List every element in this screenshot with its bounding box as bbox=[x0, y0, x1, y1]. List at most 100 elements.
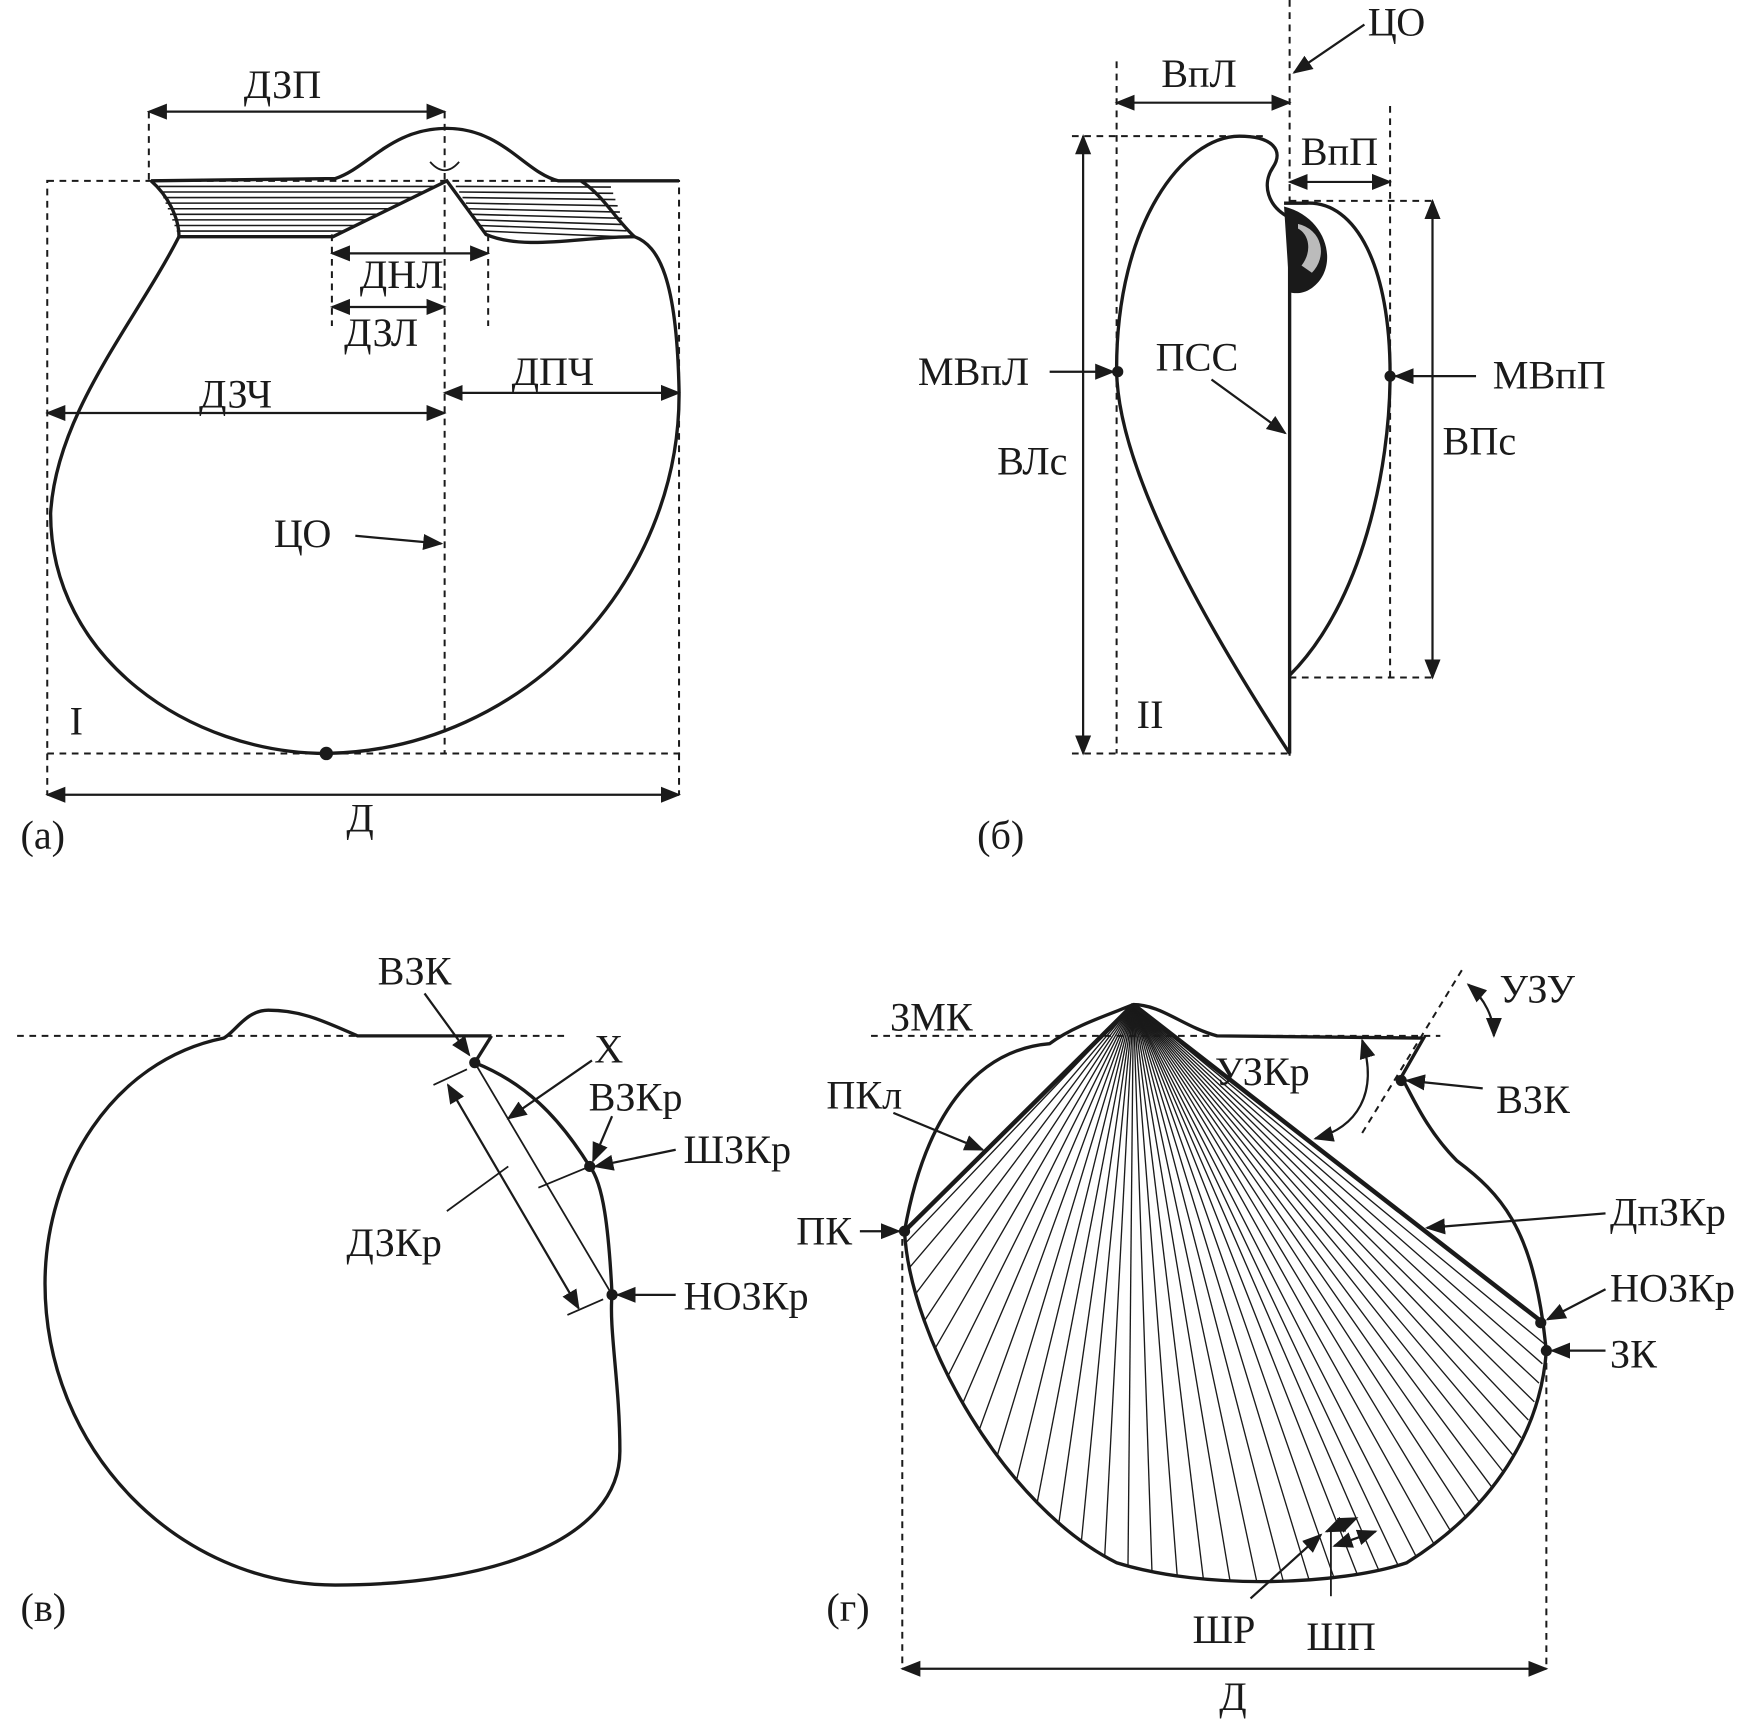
label-roman: I bbox=[70, 698, 83, 743]
point bbox=[1112, 366, 1124, 378]
rib-line bbox=[1132, 1004, 1435, 1545]
label-mvpp: МВпП bbox=[1493, 352, 1606, 397]
nozkr-arrow bbox=[1545, 1288, 1607, 1321]
panel-label: (б) bbox=[977, 812, 1024, 857]
rib-line bbox=[978, 1004, 1134, 1431]
rib-line bbox=[1132, 1004, 1467, 1518]
panel-label: (а) bbox=[20, 812, 65, 857]
point bbox=[584, 1160, 596, 1173]
rib-line bbox=[1132, 1004, 1543, 1365]
label-nozkr: НОЗКр bbox=[1610, 1266, 1735, 1311]
label-vls: ВЛс bbox=[997, 438, 1067, 483]
rib-line bbox=[1132, 1004, 1310, 1581]
label-vps: ВПс bbox=[1443, 418, 1517, 463]
hatch-line bbox=[455, 185, 611, 188]
rib-line bbox=[1132, 1004, 1504, 1472]
point bbox=[1535, 1317, 1547, 1329]
rib-line bbox=[996, 1004, 1134, 1456]
panel-a: ДЗП ДНЛ ДЗЛ ДЗЧ ДПЧ ЦО I Д (а) bbox=[20, 62, 682, 857]
rib-line bbox=[1132, 1004, 1451, 1532]
shell-outline bbox=[902, 1002, 1549, 1584]
label-dzl: ДЗЛ bbox=[344, 310, 418, 355]
rib-line bbox=[915, 1004, 1134, 1295]
point bbox=[319, 746, 334, 761]
label-roman: II bbox=[1137, 692, 1164, 737]
rib-line bbox=[1132, 1004, 1153, 1572]
label-dzp: ДЗП bbox=[244, 62, 322, 107]
label-vzkr: ВЗКр bbox=[589, 1075, 683, 1120]
rib-line bbox=[1132, 1004, 1546, 1345]
rib-line bbox=[1080, 1004, 1135, 1542]
label-zk: ЗК bbox=[1610, 1331, 1657, 1376]
vzkr-arrow bbox=[592, 1115, 614, 1163]
panel-label: (в) bbox=[20, 1585, 66, 1630]
pss-arrow bbox=[1210, 378, 1287, 435]
hatch-line bbox=[482, 230, 629, 238]
point bbox=[898, 1225, 911, 1237]
ligament bbox=[1284, 206, 1328, 294]
rib-line bbox=[1104, 1004, 1135, 1557]
point bbox=[606, 1289, 618, 1301]
rib-line bbox=[1132, 1004, 1380, 1571]
hinge-band bbox=[149, 178, 639, 245]
label-vpl: ВпЛ bbox=[1161, 51, 1237, 96]
dpzkr-arrow bbox=[1424, 1212, 1606, 1235]
label-pk: ПК bbox=[796, 1209, 852, 1254]
hinge-hatching bbox=[158, 185, 629, 238]
point bbox=[1540, 1345, 1552, 1357]
left-valve bbox=[1114, 134, 1292, 755]
rib-line bbox=[1132, 1004, 1522, 1439]
ear-axis bbox=[1361, 968, 1464, 1134]
label-nozkr: НОЗКр bbox=[684, 1273, 809, 1318]
hatch-line bbox=[475, 219, 625, 226]
width-line bbox=[538, 1165, 591, 1189]
label-shp: ШП bbox=[1306, 1614, 1376, 1659]
label-pss: ПСС bbox=[1156, 335, 1239, 380]
pkl-arrow bbox=[892, 1111, 985, 1151]
rib-line bbox=[1132, 1004, 1514, 1456]
label-uzu: УЗУ bbox=[1499, 966, 1575, 1011]
rib-line bbox=[1132, 1004, 1540, 1384]
rib-line bbox=[1132, 1004, 1535, 1403]
hatch-line bbox=[472, 213, 623, 220]
rib-line bbox=[1132, 1004, 1231, 1581]
rib-line bbox=[1132, 1004, 1358, 1575]
hatch-line bbox=[459, 191, 614, 195]
dzkr-leader bbox=[446, 1165, 509, 1212]
label-pkl: ПКл bbox=[826, 1072, 902, 1117]
rib-line bbox=[1132, 1004, 1205, 1580]
shr-arrow bbox=[1249, 1533, 1323, 1600]
label-dzkr: ДЗКр bbox=[346, 1220, 441, 1265]
label-dnl: ДНЛ bbox=[360, 252, 444, 297]
label-dpch: ДПЧ bbox=[512, 349, 595, 394]
rib-line bbox=[947, 1004, 1134, 1377]
rib-line bbox=[1132, 1004, 1258, 1582]
rib-line bbox=[934, 1004, 1134, 1349]
rib-line bbox=[1036, 1004, 1135, 1503]
hatch-line bbox=[462, 196, 616, 201]
label-zmk: ЗМК bbox=[890, 994, 973, 1039]
hatch-line bbox=[479, 224, 627, 232]
hatch-line bbox=[469, 207, 620, 213]
label-d: Д bbox=[1219, 1674, 1246, 1719]
rib-line bbox=[1015, 1004, 1135, 1481]
vzk-arrow bbox=[423, 992, 471, 1057]
label-vpp: ВпП bbox=[1301, 129, 1378, 174]
label-shzkr: ШЗКр bbox=[684, 1127, 792, 1172]
rib-line bbox=[1132, 1004, 1399, 1566]
shell-outline bbox=[43, 1008, 622, 1587]
rib-line bbox=[1132, 1004, 1178, 1577]
rib-line bbox=[1132, 1004, 1493, 1488]
rib-line bbox=[1132, 1004, 1417, 1557]
label-co: ЦО bbox=[1368, 0, 1425, 45]
rib-line bbox=[923, 1004, 1134, 1322]
dzkr-arrow bbox=[446, 1083, 580, 1310]
rib-line bbox=[1132, 1004, 1335, 1578]
label-co: ЦО bbox=[274, 511, 332, 556]
vzk-arrow bbox=[1404, 1074, 1483, 1091]
hatch-line bbox=[465, 202, 618, 207]
rib-line bbox=[1058, 1004, 1135, 1524]
label-dzch: ДЗЧ bbox=[199, 371, 272, 416]
point bbox=[1384, 370, 1396, 382]
